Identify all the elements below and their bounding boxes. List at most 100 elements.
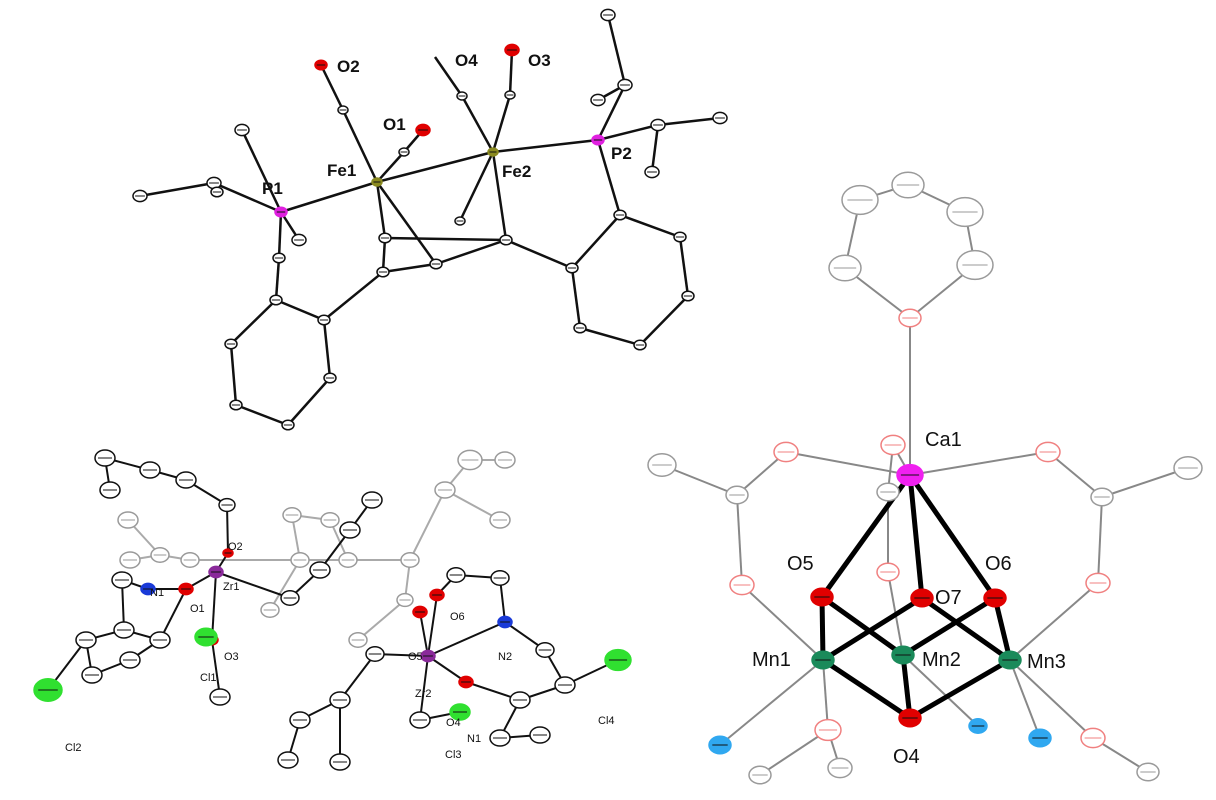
carbon-atom xyxy=(633,339,647,351)
bond xyxy=(376,151,405,183)
bond xyxy=(579,326,641,347)
label-p1: P1 xyxy=(262,179,283,198)
carbon-atom xyxy=(224,338,238,350)
bond xyxy=(357,599,406,641)
fluorine-atom xyxy=(708,735,732,755)
carbon-atom xyxy=(149,631,171,649)
label-zr-o2: O2 xyxy=(228,541,243,553)
calcium-atom xyxy=(896,463,924,487)
nitrogen-atom xyxy=(140,582,156,596)
bond xyxy=(505,238,573,270)
bond xyxy=(1101,467,1189,498)
label-o5: O5 xyxy=(787,553,814,575)
bond xyxy=(275,298,325,322)
carbon-atom xyxy=(280,590,300,606)
carbon-atom xyxy=(1136,762,1160,782)
label-zr2: Zr2 xyxy=(415,688,432,700)
carbon-atom xyxy=(323,372,337,384)
carbon-atom xyxy=(218,497,236,513)
label-mn2: Mn2 xyxy=(922,649,961,671)
carbon-atom xyxy=(378,232,392,244)
carbon-atom xyxy=(111,571,133,589)
carbon-atom xyxy=(891,171,925,199)
carbon-atom xyxy=(827,757,853,779)
bond xyxy=(719,659,824,746)
label-cl4: Cl4 xyxy=(598,715,615,727)
label-n1-overlap: N1 xyxy=(467,733,481,745)
oxygen-atom xyxy=(880,434,906,456)
bond xyxy=(639,295,689,346)
phosphorus-atom xyxy=(591,134,605,146)
oxygen-atom xyxy=(810,587,834,607)
oxygen-atom xyxy=(814,718,842,742)
label-mn1: Mn1 xyxy=(752,649,791,671)
label-o7: O7 xyxy=(935,587,962,609)
carbon-atom xyxy=(600,8,616,22)
manganese-atom xyxy=(891,645,915,665)
bond xyxy=(235,403,289,427)
bond xyxy=(909,451,1049,476)
carbon-atom xyxy=(613,209,627,221)
chlorine-atom xyxy=(194,627,218,647)
carbon-atom xyxy=(673,231,687,243)
oxygen-atom xyxy=(1035,441,1061,463)
bond xyxy=(657,116,721,127)
carbon-atom xyxy=(289,711,311,729)
bond xyxy=(741,584,824,661)
bond xyxy=(1047,451,1103,498)
bond xyxy=(381,237,387,273)
bond xyxy=(597,123,659,142)
carbon-atom xyxy=(81,666,103,684)
label-cl3: Cl3 xyxy=(445,749,462,761)
carbon-atom xyxy=(210,186,224,198)
bond xyxy=(427,655,467,683)
carbon-atom xyxy=(457,449,483,471)
bond xyxy=(901,595,997,658)
carbon-atom xyxy=(590,93,606,107)
bond xyxy=(341,109,379,183)
bond xyxy=(319,64,345,111)
bond xyxy=(596,84,627,141)
zirconium-atom xyxy=(208,565,224,579)
carbon-atom xyxy=(119,651,141,669)
carbon-atom xyxy=(291,233,307,247)
bond xyxy=(384,236,507,242)
label-o2: O2 xyxy=(337,57,360,76)
bond xyxy=(491,94,512,153)
label-p2: P2 xyxy=(611,144,632,163)
carbon-atom xyxy=(650,118,666,132)
bond xyxy=(444,489,501,521)
bond xyxy=(460,95,495,153)
labels-layer: O2 O4 O3 O1 Fe1 Fe2 P1 P2 O2 N1 Zr1 O1 O… xyxy=(65,51,1066,768)
carbon-atom xyxy=(282,507,302,523)
bond xyxy=(492,138,599,154)
carbon-atom xyxy=(99,481,121,499)
carbon-atom xyxy=(348,632,368,648)
bond xyxy=(339,653,376,701)
bond xyxy=(435,238,507,266)
bond xyxy=(427,621,506,657)
label-cl1: Cl1 xyxy=(200,672,217,684)
oxygen-atom xyxy=(910,588,934,608)
label-cl2: Cl2 xyxy=(65,742,82,754)
bond xyxy=(419,611,429,657)
bond xyxy=(596,139,622,216)
oxygen-atom xyxy=(983,588,1007,608)
iron-atom xyxy=(487,147,499,157)
label-zr1: Zr1 xyxy=(223,581,240,593)
carbon-atom xyxy=(329,753,351,771)
bond xyxy=(920,595,1012,663)
carbon-atom xyxy=(281,419,295,431)
bond xyxy=(678,236,690,297)
carbon-atom xyxy=(490,570,510,586)
label-zr-o5: O5 xyxy=(408,651,423,663)
carbon-atom xyxy=(117,511,139,529)
bond xyxy=(907,474,925,599)
carbon-atom xyxy=(396,592,414,608)
bond xyxy=(419,655,429,721)
bond xyxy=(650,124,660,173)
carbon-atom xyxy=(180,552,200,568)
carbon-atom xyxy=(329,691,351,709)
bond xyxy=(1009,659,1041,739)
